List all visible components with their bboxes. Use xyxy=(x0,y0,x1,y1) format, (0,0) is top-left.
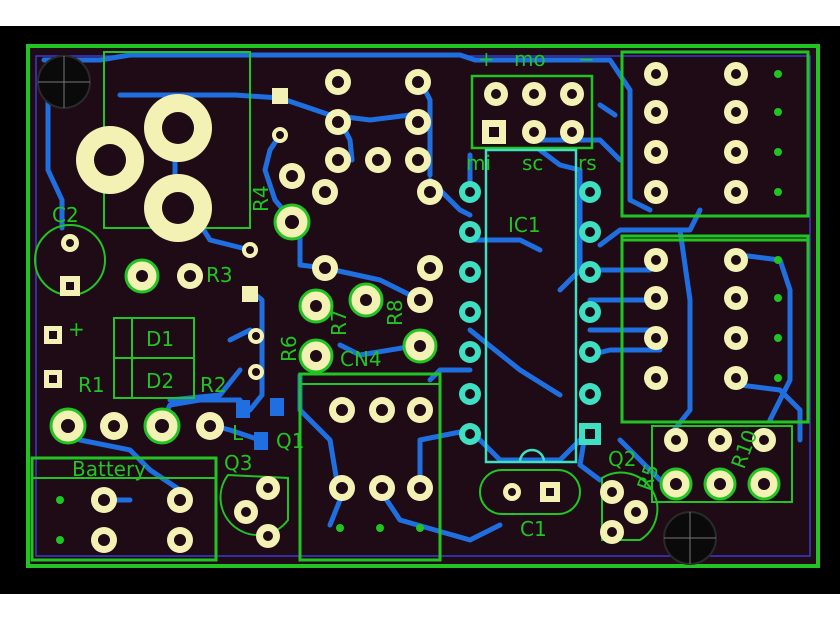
label-q2: Q2 xyxy=(608,447,636,471)
label-r2: R2 xyxy=(200,373,227,397)
label-d1: D1 xyxy=(146,327,174,351)
label-r7: R7 xyxy=(327,309,351,336)
label-l: L xyxy=(232,421,244,445)
pad xyxy=(272,88,288,104)
silkscreen-labels: C2 + R4 R3 D1 D2 R1 R2 R6 R7 R8 CN4 IC1 … xyxy=(52,47,762,541)
label-c1: C1 xyxy=(520,517,547,541)
label-battery: Battery xyxy=(72,457,146,481)
label-cn4: CN4 xyxy=(340,347,382,371)
mount-holes xyxy=(37,55,717,565)
label-r8: R8 xyxy=(383,299,407,326)
silkscreen-outlines xyxy=(30,50,810,562)
label-r4: R4 xyxy=(249,185,273,212)
label-q1: Q1 xyxy=(276,429,304,453)
label-q3: Q3 xyxy=(224,451,252,475)
label-mo: mo xyxy=(514,47,546,71)
label-sc: sc xyxy=(522,151,543,175)
label-ic1: IC1 xyxy=(508,213,541,237)
label-r1: R1 xyxy=(78,373,105,397)
label-d2: D2 xyxy=(146,369,174,393)
label-r6: R6 xyxy=(277,335,301,362)
pads-layer xyxy=(44,62,782,553)
label-r3: R3 xyxy=(206,263,233,287)
label-plus: + xyxy=(478,47,495,71)
label-plus-c2: + xyxy=(68,317,85,341)
label-c2: C2 xyxy=(52,203,79,227)
label-rs: rs xyxy=(578,151,597,175)
label-minus: − xyxy=(578,47,595,71)
label-mi: mi xyxy=(466,151,491,175)
